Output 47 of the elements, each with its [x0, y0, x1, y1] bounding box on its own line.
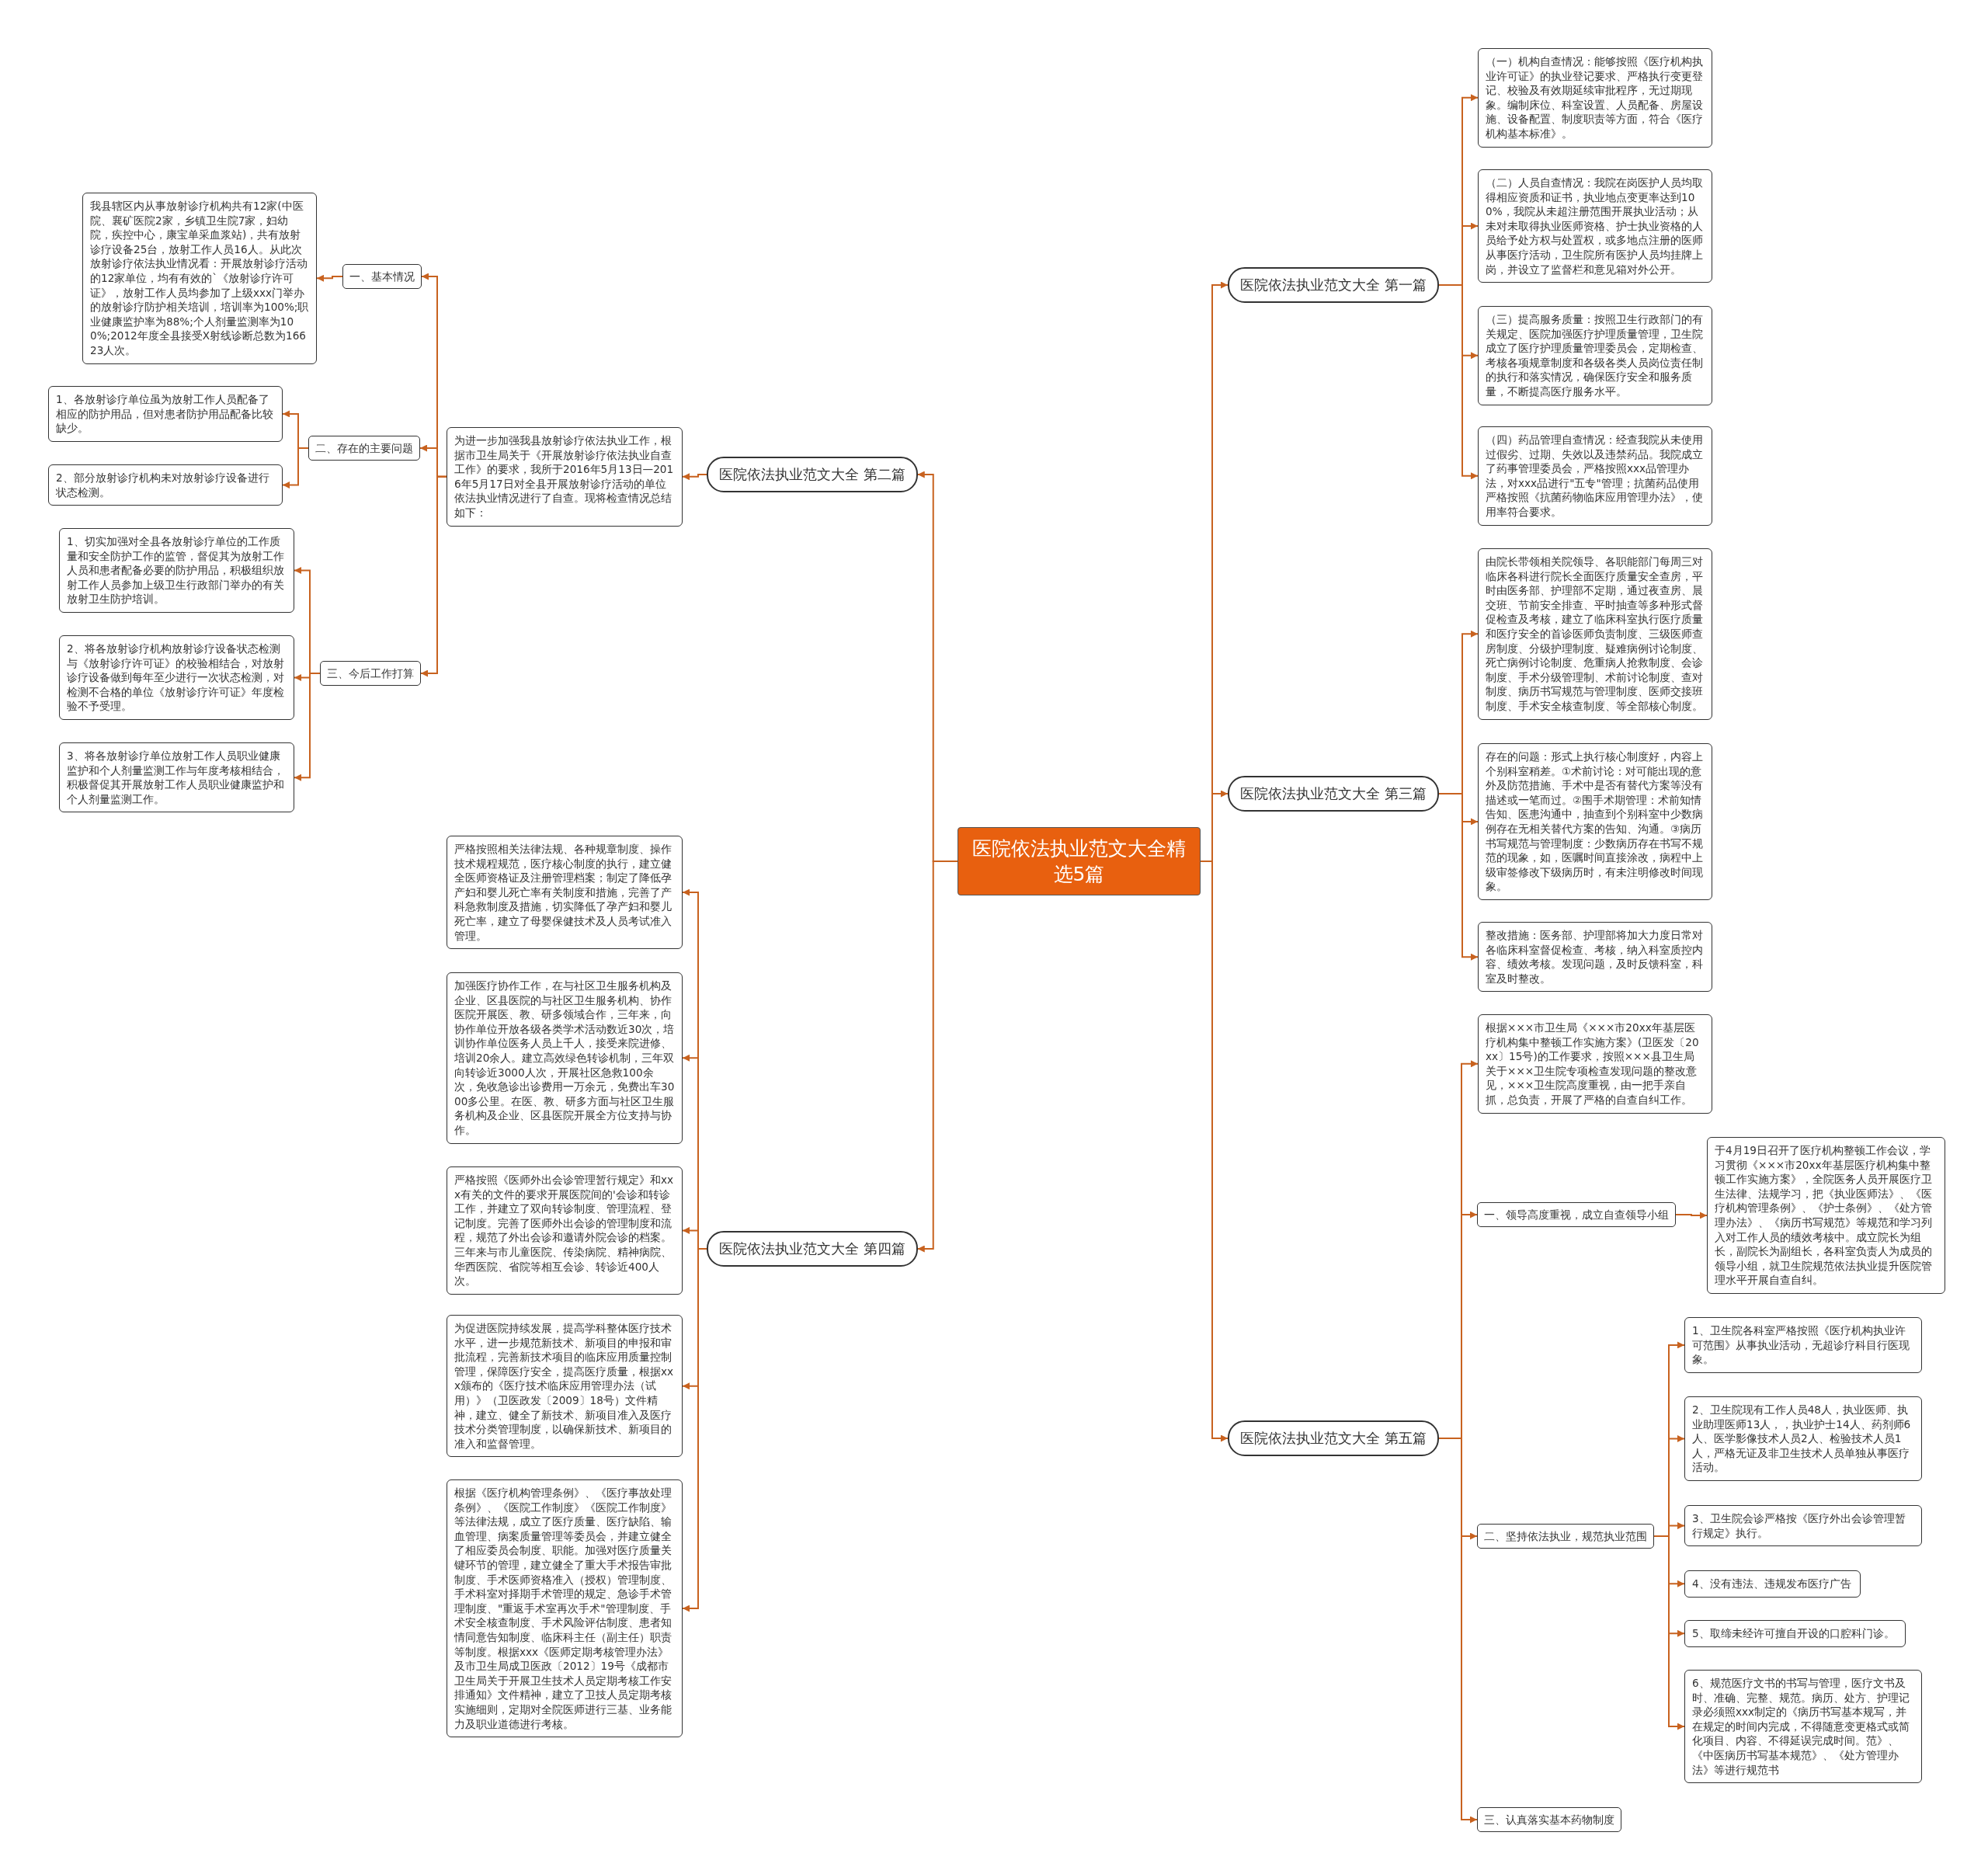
text-box: 1、各放射诊疗单位虽为放射工作人员配备了相应的防护用品，但对患者防护用品配备比较缺少。: [48, 386, 283, 442]
text-box: （四）药品管理自查情况：经查我院从未使用过假劣、过期、失效以及违禁药品。我院成立了药事管理委员会，严格按照xxx品管理办法，对xxx品进行"五专"管理；抗菌药品使用严格按照《抗菌药物临床应用管理办法》，使用率符合要求。: [1478, 426, 1712, 526]
arrow: [294, 673, 321, 781]
text-box: 3、将各放射诊疗单位放射工作人员职业健康监护和个人剂量监测工作与年度考核相结合，积极督促其开展放射工作人员职业健康监护和个人剂量监测工作。: [59, 742, 294, 813]
arrow: [420, 475, 447, 677]
heading-box: 三、今后工作打算: [320, 661, 421, 686]
text-box: 为促进医院持续发展，提高学科整体医疗技术水平，进一步规范新技术、新项目的申报和审批流程，完善新技术项目的临床应用质量控制管理，保障医疗安全，提高医疗质量，根据xxx颁布的《医疗技术临床应用管理办法（试用）》（卫医政发〔2009〕18号）文件精神，建立、健全了新技术、新项目准入及医疗技术分类管理制度，以确保新技术、新项目的准入和监督管理。: [447, 1315, 683, 1458]
text-box: 1、卫生院各科室严格按照《医疗机构执业许可范围》从事执业活动，无超诊疗科目行医现象。: [1684, 1317, 1922, 1373]
branch-pill: 医院依法执业范文大全 第二篇: [707, 457, 918, 492]
text-box: 严格按照《医师外出会诊管理暂行规定》和xxx有关的文件的要求开展医院间的'会诊和转诊工作，并建立了双向转诊制度、管理流程、登记制度。完善了医师外出会诊的管理制度和流程，规范了外出会诊和邀请外院会诊的档案。三年来与市儿童医院、传染病院、精神病院、华西医院、省院等相互会诊、转诊近400人次。: [447, 1166, 683, 1295]
text-box: 存在的问题：形式上执行核心制度好，内容上个别科室稍差。①术前讨论：对可能出现的意外及防范措施、手术中是否有替代方案等没有描述或一笔而过。②围手术期管理：术前知情告知、医患沟通中，抽查到个别科室中少数病例存在无相关替代方案的告知、沟通。③病历书写规范与管理制度：少数病历存在书写不规范的现象，如，医嘱时间直接涂改，病程中上级审签修改下级病历时，有未注明修改时间现象。: [1478, 743, 1712, 900]
text-box: 6、规范医疗文书的书写与管理，医疗文书及时、准确、完整、规范。病历、处方、护理记录必须照xxx制定的《病历书写基本规写，并在规定的时间内完成，不得随意变更格式或简化项目、内容、不得延误完成时间。范》、《中医病历书写基本规范》、《处方管理办法》等进行规范书: [1684, 1670, 1922, 1784]
arrow: [316, 274, 343, 282]
arrow: [282, 447, 309, 489]
text-box: 2、部分放射诊疗机构未对放射诊疗设备进行状态检测。: [48, 464, 283, 506]
heading-box: 二、存在的主要问题: [308, 436, 420, 461]
text-box: 为进一步加强我县放射诊疗依法执业工作，根据市卫生局关于《开展放射诊疗依法执业自查工作》的要求，我所于2016年5月13日—2016年5月17日对全县开展放射诊疗活动的单位依法执业情况进行了自查。现将检查情况总结如下：: [447, 427, 683, 527]
text-box: 根据×××市卫生局《×××市20xx年基层医疗机构集中整顿工作实施方案》(卫医发〔20xx〕15号)的工作要求，按照×××县卫生局关于×××卫生院专项检查发现问题的整改意见，×××卫生院高度重视，由一把手亲自抓，总负责，开展了严格的自查自纠工作。: [1478, 1014, 1712, 1114]
text-box: 4、没有违法、违规发布医疗广告: [1684, 1570, 1861, 1598]
text-box: 由院长带领相关院领导、各职能部门每周三对临床各科进行院长全面医疗质量安全查房，平时由医务部、护理部不定期，通过夜查房、晨交班、节前安全排查、平时抽查等多种形式督促检查及考核，建立了临床科室执行医疗质量和医疗安全的首诊医师负责制度、三级医师查房制度、分级护理制度、疑难病例讨论制度、死亡病例讨论制度、危重病人抢救制度、会诊制度、手术分级管理制、术前讨论制度、查对制度、病历书写规范与管理制度、医师交接班制度、手术安全核查制度、等全部核心制度。: [1478, 548, 1712, 720]
heading-box: 三、认真落实基本药物制度: [1477, 1807, 1621, 1832]
heading-box: 一、领导高度重视，成立自查领导小组: [1477, 1202, 1676, 1227]
topic-box: 医院依法执业范文大全精选5篇: [958, 827, 1201, 895]
arrow: [1437, 793, 1479, 961]
text-box: 1、切实加强对全县各放射诊疗单位的工作质量和安全防护工作的监管，督促其为放射工作人员和患者配备必要的防护用品，积极组织放射工作人员参加上级卫生行政部门举办的有关放射卫生防护培训。: [59, 528, 294, 613]
text-box: （一）机构自查情况：能够按照《医疗机构执业许可证》的执业登记要求、严格执行变更登记、校验及有效期延续审批程序，无过期现象。编制床位、科室设置、人员配备、房屋设施、设备配置、制度职责等方面，符合《医疗机构基本标准》。: [1478, 48, 1712, 148]
heading-box: 一、基本情况: [342, 264, 422, 289]
text-box: 整改措施：医务部、护理部将加大力度日常对各临床科室督促检查、考核，纳入科室质控内容、绩效考核。发现问题，及时反馈科室，科室及时整改。: [1478, 922, 1712, 993]
text-box: 加强医疗协作工作，在与社区卫生服务机构及企业、区县医院的与社区卫生服务机构、协作医院开展医、教、研多领域合作，三年来，向协作单位开放各级各类学术活动数近30次，培训协作单位医务人员上千人，接受来院进修、培训20余人。建立高效绿色转诊机制，三年双向转诊近3000人次，开展社区急救100余次，免收急诊出诊费用一万余元，免费出车3000多公里。在医、教、研多方面与社区卫生服务机构及企业、区县医院开展全方位支持与协作。: [447, 972, 683, 1144]
text-box: 3、卫生院会诊严格按《医疗外出会诊管理暂行规定》执行。: [1684, 1505, 1922, 1547]
text-box: （二）人员自查情况：我院在岗医护人员均取得相应资质和证书，执业地点变更率达到100%，我院从未超注册范围开展执业活动；从未对未取得执业医师资格、护士执业资格的人员给予处方权与处置权，或多地点注册的医师从事医疗活动，卫生院所有医护人员均挂牌上岗，并设立了监督栏和意见箱对外公开。: [1478, 169, 1712, 283]
heading-box: 二、坚持依法执业，规范执业范围: [1477, 1524, 1654, 1549]
branch-pill: 医院依法执业范文大全 第一篇: [1228, 267, 1439, 303]
text-box: 5、取缔未经许可擅自开设的口腔科门诊。: [1684, 1620, 1906, 1647]
branch-pill: 医院依法执业范文大全 第五篇: [1228, 1420, 1439, 1456]
text-box: 于4月19日召开了医疗机构整顿工作会议，学习贯彻《×××市20xx年基层医疗机构集中整顿工作实施方案》，全院医务人员开展医疗卫生法律、法规学习，把《执业医师法》、《医疗机构管理条例》、《护士条例》、《处方管理办法》、《病历书写规范》等规范和学习列入对工作人员的绩效考核中。成立院长为组长，副院长为副组长，各科室负责人为成员的领导小组，就卫生院规范依法执业提升医院管理水平开展自查自纠。: [1707, 1137, 1945, 1294]
arrow: [1675, 1212, 1708, 1219]
text-box: 2、将各放射诊疗机构放射诊疗设备状态检测与《放射诊疗许可证》的校验相结合，对放射诊疗设备做到每年至少进行一次状态检测，对检测不合格的单位《放射诊疗许可证》年度检验不予受理。: [59, 635, 294, 720]
text-box: 严格按照相关法律法规、各种规章制度、操作技术规程规范，医疗核心制度的执行，建立健全医师资格证及注册管理档案；制定了降低孕产妇和婴儿死亡率有关制度和措施，完善了产科急救制度及措施，切实降低了孕产妇和婴儿死亡率，建立了母婴保健技术及人员考试准入管理。: [447, 836, 683, 950]
text-box: 2、卫生院现有工作人员48人，执业医师、执业助理医师13人，，执业护士14人、药剂师6人、医学影像技术人员2人、检验技术人员1人，严格无证及非卫生技术人员单独从事医疗活动。: [1684, 1396, 1922, 1481]
text-box: 我县辖区内从事放射诊疗机构共有12家(中医院、襄矿医院2家，乡镇卫生院7家，妇幼院，疾控中心，康宝单采血浆站)，共有放射诊疗设备25台，放射工作人员16人。从此次放射诊疗依法执业情况看：开展放射诊疗活动的12家单位，均有有效的`《放射诊疗许可证》，放射工作人员均参加了上级xxx门举办的放射诊疗防护相关培训，培训率为100%;职业健康监护率为88%;个人剂量监测率为100%;2012年度全县接受X射线诊断总数为16623人次。: [82, 193, 317, 364]
branch-pill: 医院依法执业范文大全 第四篇: [707, 1231, 918, 1267]
arrow: [682, 473, 707, 481]
branch-pill: 医院依法执业范文大全 第三篇: [1228, 776, 1439, 812]
text-box: （三）提高服务质量：按照卫生行政部门的有关规定、医院加强医疗护理质量管理，卫生院成立了医疗护理质量管理委员会，定期检查、考核各项规章制度和各级各类人员岗位责任制的执行和落实情况，确保医疗安全和服务质量，不断提高医疗服务水平。: [1478, 306, 1712, 405]
arrow: [1653, 1535, 1685, 1730]
text-box: 根据《医疗机构管理条例》、《医疗事故处理条例》、《医院工作制度》《医院工作制度》等法律法规，成立了医疗质量、医疗缺陷、输血管理、病案质量管理等委员会，并建立健全了相应委员会制度、职能。加强对医疗质量关键环节的管理，建立健全了重大手术报告审批制度、手术医师资格准入（授权）管理制度、手术科室对择期手术管理的规定、急诊手术管理制度、"重返手术室再次手术"管理制度、手术安全核查制度、手术风险评估制度、患者知情同意告知制度、临床科主任（副主任）职责等制度。根据xxx《医师定期考核管理办法》及市卫生局成卫医政〔2012〕19号《成都市卫生局关于开展卫生技术人员定期考核工作安排通知》文件精神，建立了卫技人员定期考核实施细则，定期对全院医师进行三基、业务能力及职业道德进行考核。: [447, 1479, 683, 1738]
